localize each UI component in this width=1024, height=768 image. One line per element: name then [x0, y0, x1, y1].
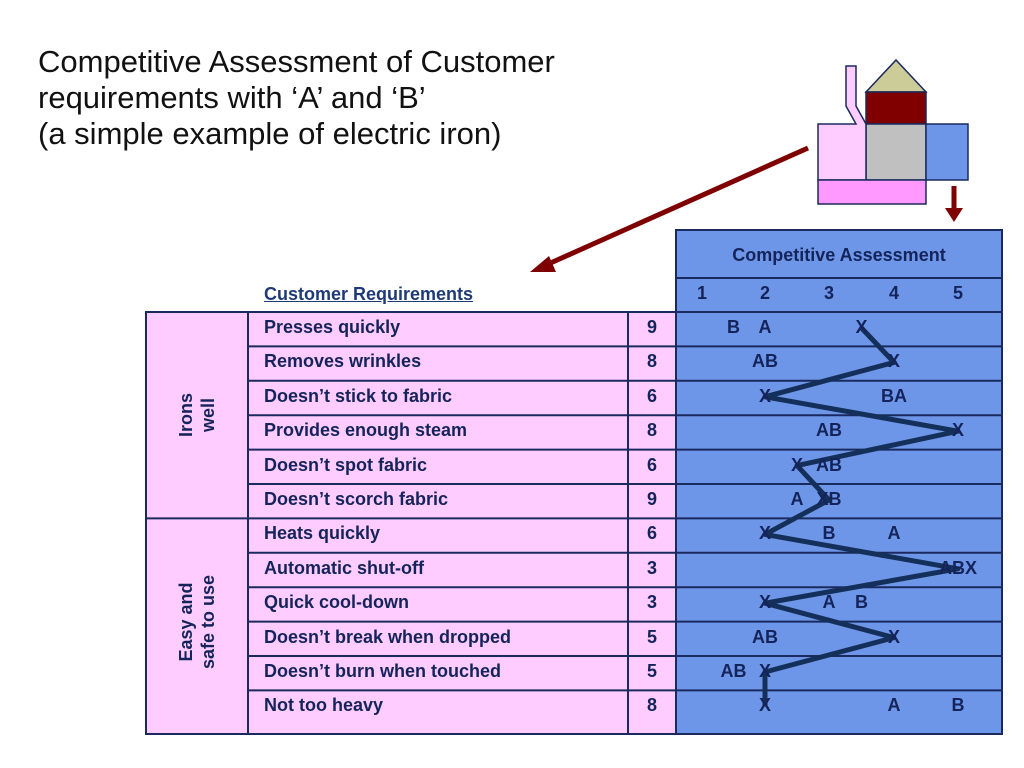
importance-rating: 3 [646, 557, 657, 578]
requirement-label: Removes wrinkles [264, 351, 422, 372]
assessment-mark: AB [720, 661, 747, 681]
assessment-mark: A [822, 592, 836, 613]
iron-icon [817, 58, 969, 205]
assessment-mark: X [790, 454, 803, 475]
assessment-mark: AB [752, 351, 778, 372]
group-label-2: Easy and safe to use [175, 574, 218, 669]
assessment-mark: BA [881, 385, 907, 406]
importance-rating: 9 [646, 489, 657, 509]
iron-handle [817, 65, 867, 181]
title-line-1: Competitive Assessment of Customer [38, 44, 555, 79]
requirement-label: Heats quickly [264, 523, 381, 544]
requirement-label: Doesn’t burn when touched [264, 661, 501, 681]
iron-right-block [925, 123, 969, 181]
title-line-2: requirements with ‘A’ and ‘B’ [38, 80, 426, 115]
assessment-mark: X [758, 592, 771, 613]
requirement-label: Doesn’t break when dropped [264, 626, 512, 647]
importance-rating: 9 [646, 317, 657, 337]
requirement-label: Automatic shut-off [264, 557, 424, 578]
scale-label-5: 5 [952, 283, 963, 303]
scale-label-2: 2 [759, 283, 770, 303]
importance-rating: 5 [646, 626, 657, 647]
assessment-mark: A [887, 695, 901, 716]
group-column [145, 311, 249, 735]
competitor-x-profile-line [762, 326, 961, 707]
assessment-mark: A [887, 523, 901, 544]
assessment-mark: AB [752, 626, 778, 647]
importance-rating: 3 [646, 592, 657, 613]
table-grid [146, 277, 1002, 692]
assessment-mark: ABX [938, 557, 977, 578]
assessment-mark: X [887, 626, 900, 647]
assessment-mark: X [758, 695, 771, 716]
importance-rating: 6 [646, 385, 657, 406]
competitive-assessment-header: Competitive Assessment [732, 244, 946, 265]
assessment-mark: X [758, 385, 771, 406]
assessment-mark: B [855, 592, 868, 613]
importance-rating: 8 [646, 695, 657, 716]
arrow-to-assessment-head [945, 208, 963, 222]
assessment-mark: B [951, 695, 965, 716]
assessment-mark: B [727, 317, 740, 337]
requirement-label: Doesn’t spot fabric [264, 454, 428, 475]
page-title: Competitive Assessment of Customer requi… [38, 44, 555, 152]
requirement-label: Not too heavy [264, 695, 384, 716]
requirement-label: Doesn’t scorch fabric [264, 489, 449, 509]
importance-rating: 8 [646, 420, 657, 441]
importance-rating: 8 [646, 351, 657, 372]
arrow-to-requirements [544, 145, 810, 268]
importance-rating: 5 [646, 661, 657, 681]
assessment-mark: A [790, 489, 804, 509]
arrow-to-requirements-head [530, 256, 556, 272]
assessment-mark: AB [816, 454, 842, 475]
scale-label-4: 4 [888, 283, 899, 303]
iron-core-block [865, 123, 927, 181]
requirement-label: Quick cool-down [264, 592, 410, 613]
assessment-mark: X [855, 317, 868, 337]
iron-top-block [865, 91, 927, 125]
scale-label-3: 3 [823, 283, 834, 303]
requirement-label: Provides enough steam [264, 420, 468, 441]
group-label-1: Irons well [175, 393, 218, 438]
assessment-mark: AB [816, 420, 842, 441]
title-line-3: (a simple example of electric iron) [38, 116, 502, 151]
assessment-mark: B [822, 523, 836, 544]
requirement-column [247, 311, 629, 735]
requirement-label: Doesn’t stick to fabric [264, 385, 453, 406]
requirement-label: Presses quickly [264, 317, 401, 337]
assessment-mark: X [887, 351, 900, 372]
importance-rating: 6 [646, 523, 657, 544]
assessment-mark: X [951, 420, 964, 441]
customer-requirements-header: Customer Requirements [264, 284, 474, 304]
iron-base [817, 179, 927, 205]
iron-top-roof [864, 58, 928, 93]
assessment-mark: X [758, 523, 771, 544]
assessment-mark: XB [816, 489, 842, 509]
assessment-mark: X [758, 661, 771, 681]
importance-rating: 6 [646, 454, 657, 475]
scale-label-1: 1 [696, 283, 707, 303]
assessment-mark: A [758, 317, 772, 337]
